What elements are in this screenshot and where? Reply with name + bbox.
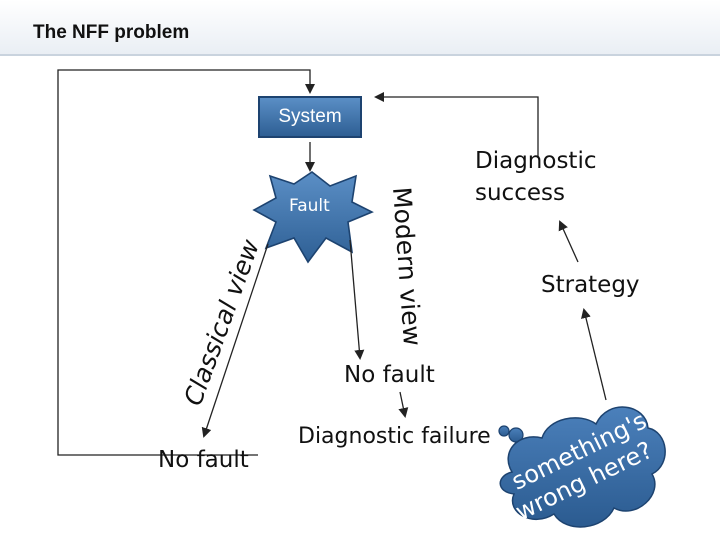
fault-star [252,171,374,264]
diagnostic-success-line1: Diagnostic [475,148,597,174]
arrow-classical-view [201,243,269,438]
arrow-nofault-to-failure [398,391,409,418]
system-node: System [258,96,362,138]
arrow-strategy-to-success [558,220,579,263]
diagnostic-success-line2: success [475,180,565,206]
title-divider [0,54,720,56]
diagnostic-failure-label: Diagnostic failure [298,424,491,449]
loop-right-edge [374,92,539,158]
system-label: System [278,106,342,127]
arrow-modern-view [349,239,365,360]
no-fault-left-label: No fault [158,447,249,473]
fault-label: Fault [289,196,330,216]
arrow-bubble-to-strategy [581,308,607,401]
title-bar [0,0,720,55]
thought-cloud [499,406,666,528]
no-fault-center-label: No fault [344,362,435,388]
loop-left-edge [57,69,315,456]
bubble-dot-1 [498,425,510,437]
slide-title: The NFF problem [33,22,190,43]
strategy-label: Strategy [541,272,640,298]
